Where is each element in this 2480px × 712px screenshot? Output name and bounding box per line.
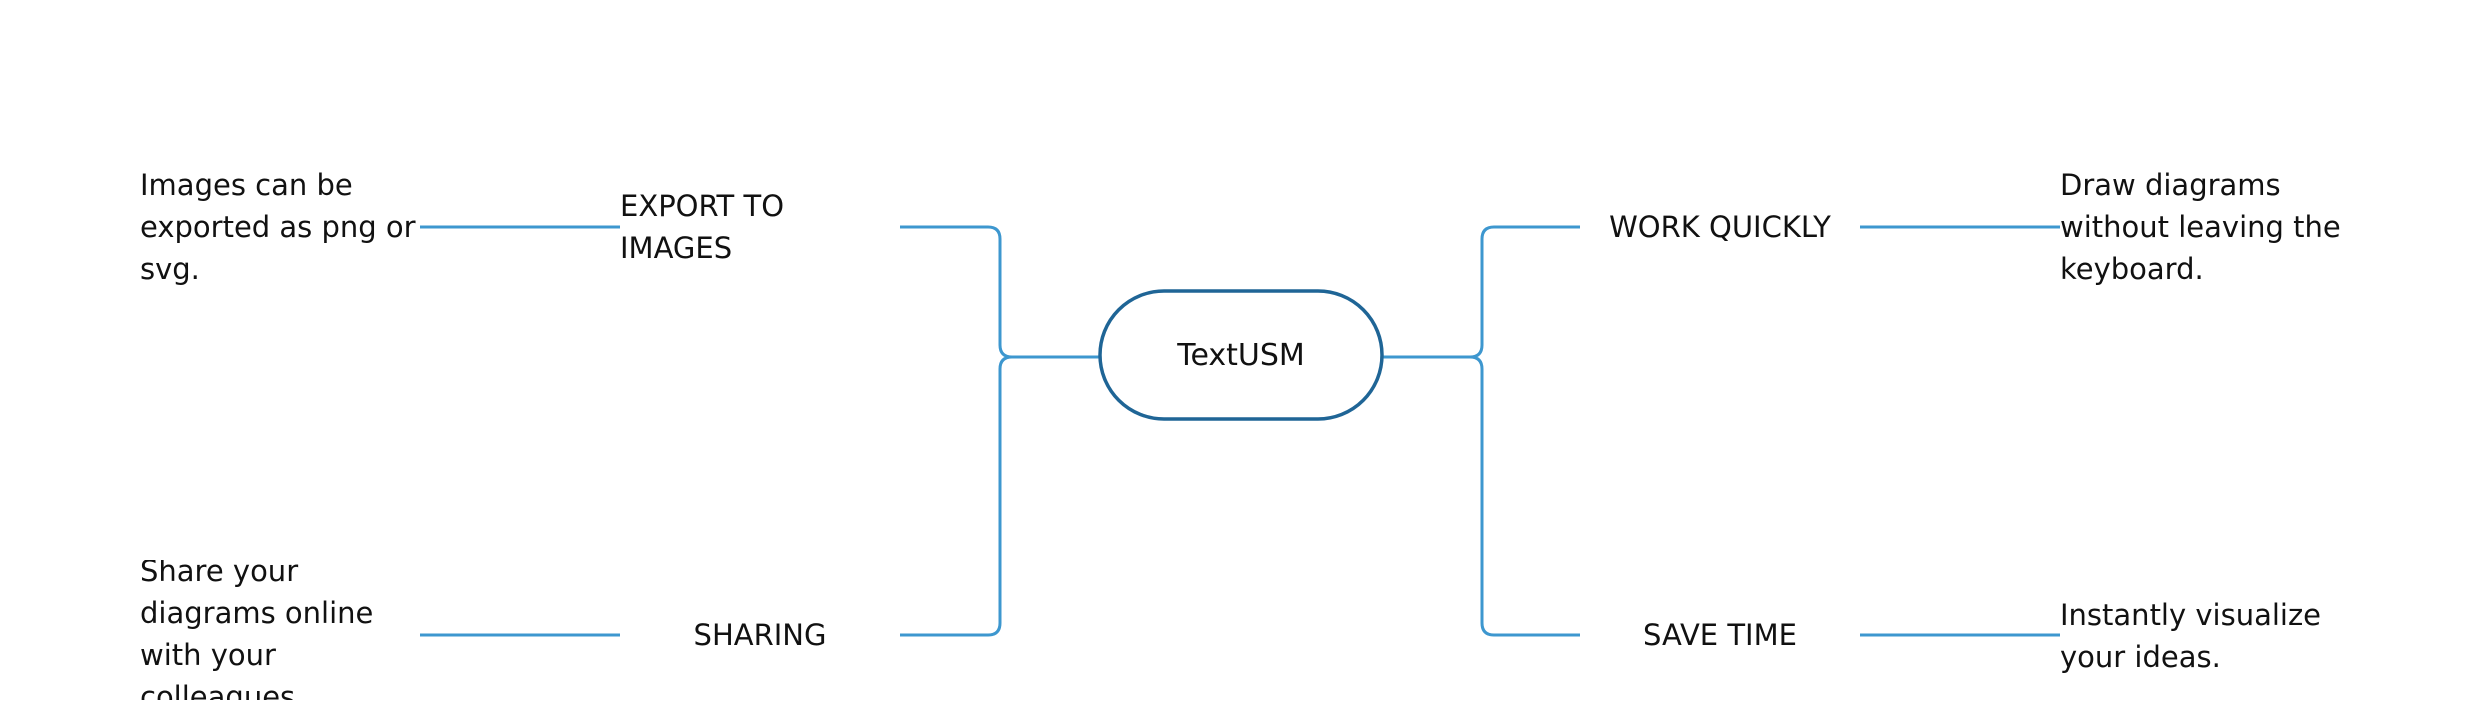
detail-save-time[interactable]: Instantly visualize your ideas. — [2060, 598, 2322, 674]
root-node-label[interactable]: TextUSM — [1177, 338, 1305, 373]
topic-sharing[interactable]: SHARING — [693, 618, 827, 652]
root-node-shape[interactable] — [1098, 289, 1384, 421]
detail-work-quickly[interactable]: Draw diagrams without leaving the keyboa… — [2060, 168, 2341, 286]
link-root-to-work-quickly — [1382, 225, 1580, 359]
topic-work-quickly[interactable]: WORK QUICKLY — [1609, 210, 1831, 244]
link-root-to-save-time — [1382, 355, 1580, 637]
detail-sharing[interactable]: Share your diagrams online with your col… — [140, 560, 374, 700]
link-root-to-export — [900, 225, 1100, 359]
detail-sharing-clip: Share your diagrams online with your col… — [140, 560, 420, 700]
detail-export-to-images[interactable]: Images can be exported as png or svg. — [140, 168, 416, 286]
link-root-to-sharing — [900, 355, 1100, 637]
topic-export-to-images[interactable]: EXPORT TO IMAGES — [620, 189, 785, 265]
topic-save-time[interactable]: SAVE TIME — [1643, 618, 1797, 652]
